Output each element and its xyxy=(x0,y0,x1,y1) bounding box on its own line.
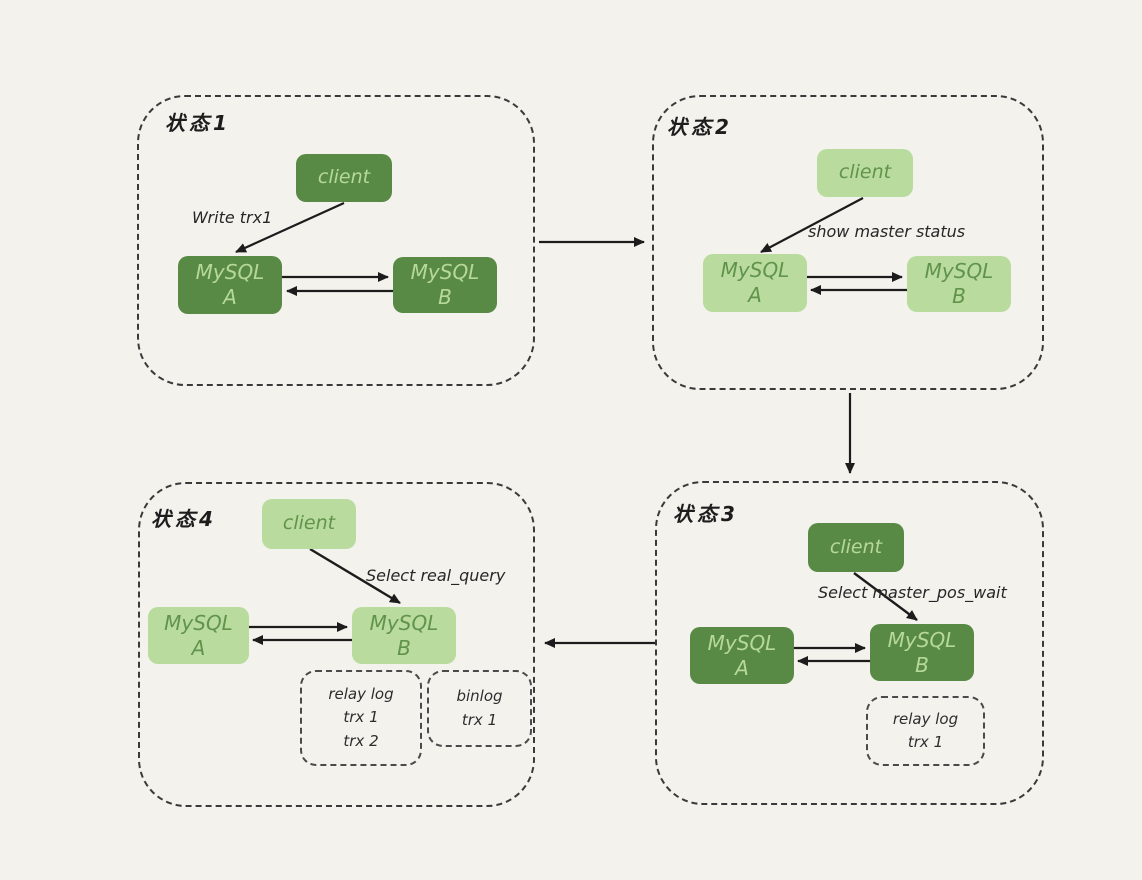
state-1-action-label: Write trx1 xyxy=(192,208,273,227)
node-label-line: A xyxy=(223,285,237,309)
state-4-relay-log-box: relay log trx 1 trx 2 xyxy=(300,670,422,766)
state-3-action-label: Select master_pos_wait xyxy=(818,583,1007,602)
log-line: binlog xyxy=(456,687,503,706)
log-line: trx 1 xyxy=(907,733,944,751)
node-label-line: A xyxy=(191,635,206,660)
state-4-label: 状态4 xyxy=(151,507,217,531)
node-label-line: MySQL xyxy=(887,627,957,652)
node-label-line: B xyxy=(397,635,411,660)
state-2-mysql-b-node: MySQL B xyxy=(907,256,1011,312)
node-label-line: MySQL xyxy=(924,259,994,283)
state-1-mysql-a-node: MySQL A xyxy=(178,256,282,314)
state-2-label: 状态2 xyxy=(667,115,733,139)
state-2-action-label: show master status xyxy=(808,222,966,241)
node-label-line: MySQL xyxy=(707,630,777,655)
state-2-panel xyxy=(652,95,1044,390)
node-label-line: B xyxy=(915,652,929,677)
state-1-client-node: client xyxy=(296,154,392,202)
state-2-client-node: client xyxy=(817,149,913,197)
state-4-mysql-b-node: MySQL B xyxy=(352,607,456,664)
state-4-mysql-a-node: MySQL A xyxy=(148,607,249,664)
node-label-line: MySQL xyxy=(195,260,265,284)
log-line: trx 1 xyxy=(461,710,498,729)
node-label-line: MySQL xyxy=(369,610,439,635)
log-line: relay log xyxy=(892,709,959,728)
state-4-action-label: Select real_query xyxy=(366,566,506,585)
state-1-panel xyxy=(137,95,535,386)
node-label-line: MySQL xyxy=(720,258,790,282)
state-4-client-node: client xyxy=(262,499,356,549)
node-label-line: MySQL xyxy=(410,260,480,284)
node-label-line: A xyxy=(735,655,749,680)
state-1-label: 状态1 xyxy=(165,111,231,135)
node-label-line: MySQL xyxy=(164,610,233,635)
state-3-panel xyxy=(655,481,1044,805)
node-label-line: B xyxy=(438,285,452,309)
state-1-mysql-b-node: MySQL B xyxy=(393,257,497,313)
state-3-label: 状态3 xyxy=(673,502,739,526)
node-label-line: A xyxy=(748,283,762,307)
state-2-mysql-a-node: MySQL A xyxy=(703,254,807,312)
state-4-panel xyxy=(138,482,535,807)
state-3-mysql-b-node: MySQL B xyxy=(870,624,974,681)
state-4-binlog-box: binlog trx 1 xyxy=(427,670,532,747)
log-line: relay log xyxy=(328,685,394,704)
state-3-client-node: client xyxy=(808,523,904,572)
node-label-line: B xyxy=(952,284,966,308)
state-3-relay-log-box: relay log trx 1 xyxy=(866,696,985,766)
log-line: trx 1 xyxy=(343,708,379,727)
state-3-mysql-a-node: MySQL A xyxy=(690,627,794,684)
log-line: trx 2 xyxy=(343,731,379,750)
